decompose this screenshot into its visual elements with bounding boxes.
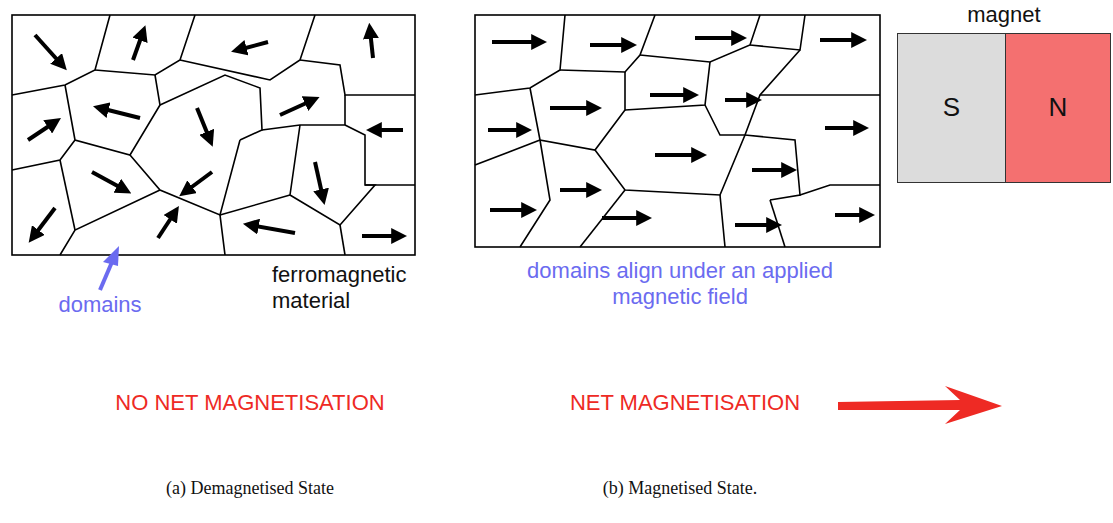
- note-label: domains align under an applied magnetic …: [520, 258, 840, 311]
- domains-label: domains: [20, 292, 180, 318]
- pole-letter: N: [1049, 92, 1068, 123]
- caption: (a) Demagnetised State: [90, 478, 410, 500]
- magnet-group: magnetS N: [897, 0, 1111, 183]
- pole-letter: S: [943, 92, 960, 123]
- magnetisation-arrow: [838, 386, 1002, 424]
- south-pole: S: [897, 33, 1006, 183]
- state-label: NET MAGNETISATION: [540, 390, 830, 416]
- material-label: ferromagnetic material: [272, 262, 422, 315]
- magnet-heading: magnet: [967, 2, 1040, 28]
- caption: (b) Magnetised State.: [520, 478, 840, 500]
- state-label: NO NET MAGNETISATION: [60, 390, 440, 416]
- north-pole: N: [1005, 33, 1111, 183]
